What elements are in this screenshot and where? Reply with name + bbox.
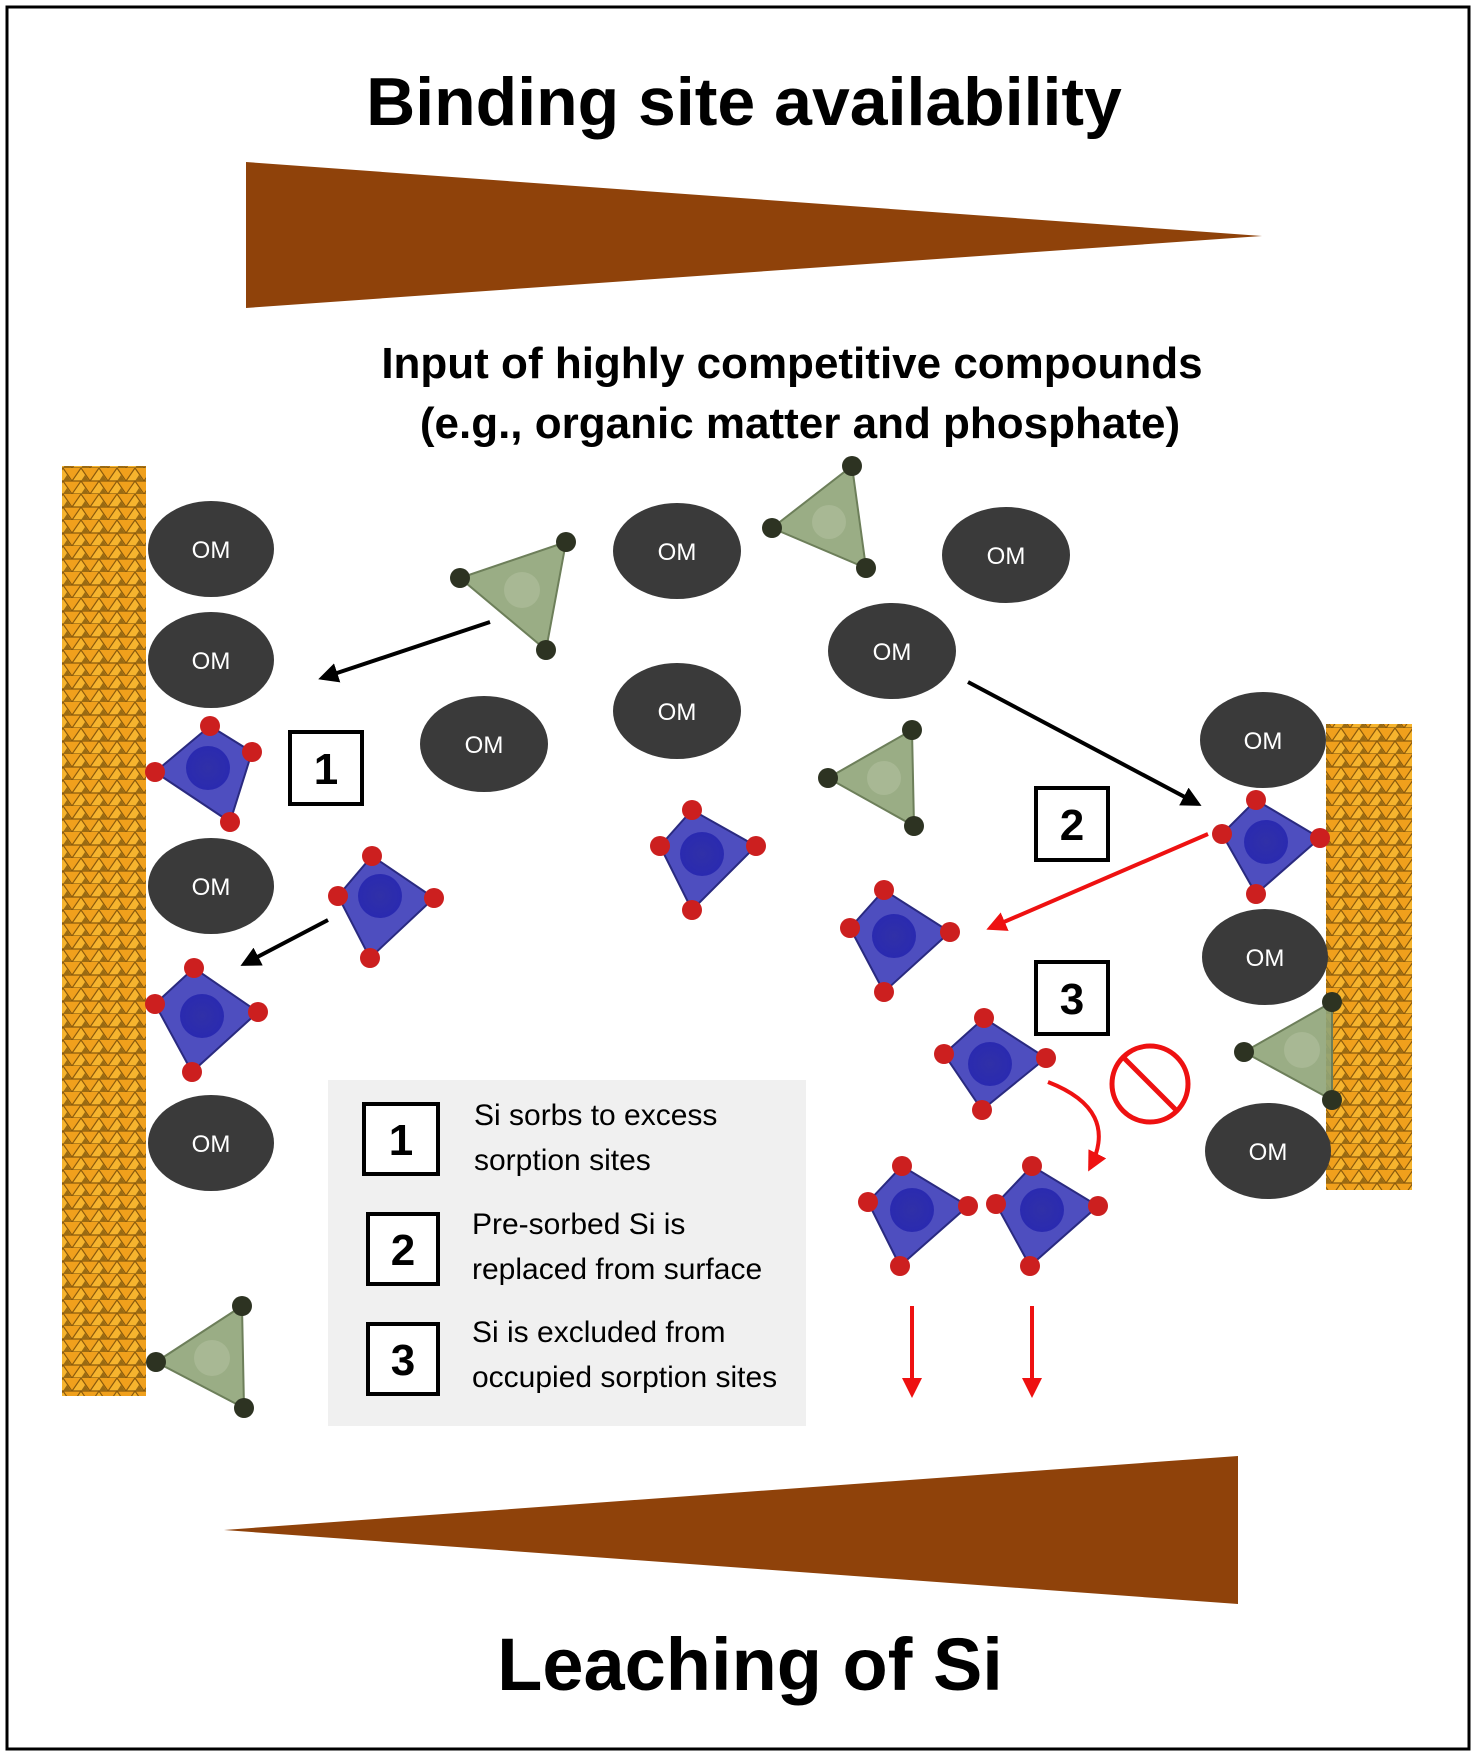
step-1-box: 1 bbox=[288, 730, 364, 806]
step-3-number: 3 bbox=[1060, 975, 1084, 1024]
om-label: OM bbox=[1246, 945, 1285, 972]
om-ellipse: OM bbox=[420, 696, 548, 792]
subtitle-line-2: (e.g., organic matter and phosphate) bbox=[420, 399, 1180, 448]
legend-text-line: Si sorbs to excess bbox=[474, 1099, 717, 1132]
om-label: OM bbox=[1249, 1139, 1288, 1166]
legend-item-2: 2 Pre-sorbed Si is replaced from surface bbox=[366, 1208, 762, 1286]
om-label: OM bbox=[658, 539, 697, 566]
arrow-si-replaced bbox=[986, 832, 1209, 931]
silicate-tetrahedron-icon bbox=[145, 716, 262, 832]
legend-text-line: Si is excluded from bbox=[472, 1316, 725, 1349]
step-2-number: 2 bbox=[1060, 801, 1084, 850]
om-ellipse: OM bbox=[942, 507, 1070, 603]
om-label: OM bbox=[1244, 728, 1283, 755]
silicate-tetrahedron-icon bbox=[986, 1156, 1108, 1276]
legend-text-line: Pre-sorbed Si is bbox=[472, 1208, 685, 1241]
legend-item-1: 1 Si sorbs to excess sorption sites bbox=[362, 1099, 717, 1177]
legend: 1 Si sorbs to excess sorption sites 2 Pr… bbox=[328, 1080, 806, 1426]
phosphate-tetrahedron-icon bbox=[1234, 992, 1342, 1110]
om-label: OM bbox=[192, 537, 231, 564]
om-ellipse: OM bbox=[613, 503, 741, 599]
silicate-tetrahedron-icon bbox=[145, 958, 268, 1082]
step-2-box: 2 bbox=[1034, 786, 1110, 862]
om-label: OM bbox=[192, 874, 231, 901]
om-label: OM bbox=[192, 648, 231, 675]
phosphate-tetrahedron-icon bbox=[450, 532, 576, 660]
prohibited-icon bbox=[1109, 1043, 1191, 1125]
om-ellipse: OM bbox=[148, 501, 274, 597]
mineral-surface-left bbox=[62, 466, 146, 1396]
arrow-om-to-surface bbox=[967, 680, 1202, 806]
subtitle-line-1: Input of highly competitive compounds bbox=[381, 339, 1202, 388]
bottom-title: Leaching of Si bbox=[497, 1623, 1003, 1706]
om-label: OM bbox=[873, 639, 912, 666]
legend-number: 3 bbox=[391, 1336, 415, 1385]
om-ellipse: OM bbox=[148, 612, 274, 708]
om-ellipse: OM bbox=[1205, 1103, 1331, 1199]
legend-number: 2 bbox=[391, 1226, 415, 1275]
om-ellipse: OM bbox=[1202, 909, 1328, 1005]
arrow-phosphate-to-surface bbox=[318, 620, 491, 683]
leaching-wedge bbox=[224, 1456, 1238, 1604]
silicate-tetrahedron-icon bbox=[1212, 790, 1330, 904]
om-label: OM bbox=[192, 1131, 231, 1158]
legend-number: 1 bbox=[389, 1116, 413, 1165]
arrow-si-to-excess-site bbox=[240, 918, 329, 966]
silicate-tetrahedron-icon bbox=[858, 1156, 978, 1276]
step-3-box: 3 bbox=[1034, 960, 1110, 1036]
silicate-tetrahedron-icon bbox=[650, 800, 766, 920]
om-ellipse: OM bbox=[148, 838, 274, 934]
phosphate-tetrahedron-icon bbox=[818, 720, 924, 836]
om-label: OM bbox=[658, 699, 697, 726]
legend-text-line: sorption sites bbox=[474, 1144, 651, 1177]
om-ellipse: OM bbox=[828, 603, 956, 699]
om-ellipse: OM bbox=[613, 663, 741, 759]
mineral-surface-right bbox=[1326, 724, 1412, 1190]
arrow-si-excluded bbox=[1047, 1080, 1107, 1172]
silicate-tetrahedron-icon bbox=[328, 846, 444, 968]
phosphate-tetrahedron-icon bbox=[146, 1296, 254, 1418]
silicate-tetrahedron-icon bbox=[934, 1008, 1056, 1120]
phosphate-tetrahedron-icon bbox=[762, 456, 876, 578]
step-1-number: 1 bbox=[314, 745, 338, 794]
page-title: Binding site availability bbox=[366, 64, 1122, 140]
binding-site-wedge bbox=[246, 162, 1262, 308]
legend-item-3: 3 Si is excluded from occupied sorption … bbox=[366, 1316, 777, 1396]
om-label: OM bbox=[987, 543, 1026, 570]
om-ellipse: OM bbox=[1200, 692, 1326, 788]
silicate-tetrahedron-icon bbox=[840, 880, 960, 1002]
om-ellipse: OM bbox=[148, 1095, 274, 1191]
legend-text-line: occupied sorption sites bbox=[472, 1361, 777, 1394]
legend-text-line: replaced from surface bbox=[472, 1253, 762, 1286]
om-label: OM bbox=[465, 732, 504, 759]
